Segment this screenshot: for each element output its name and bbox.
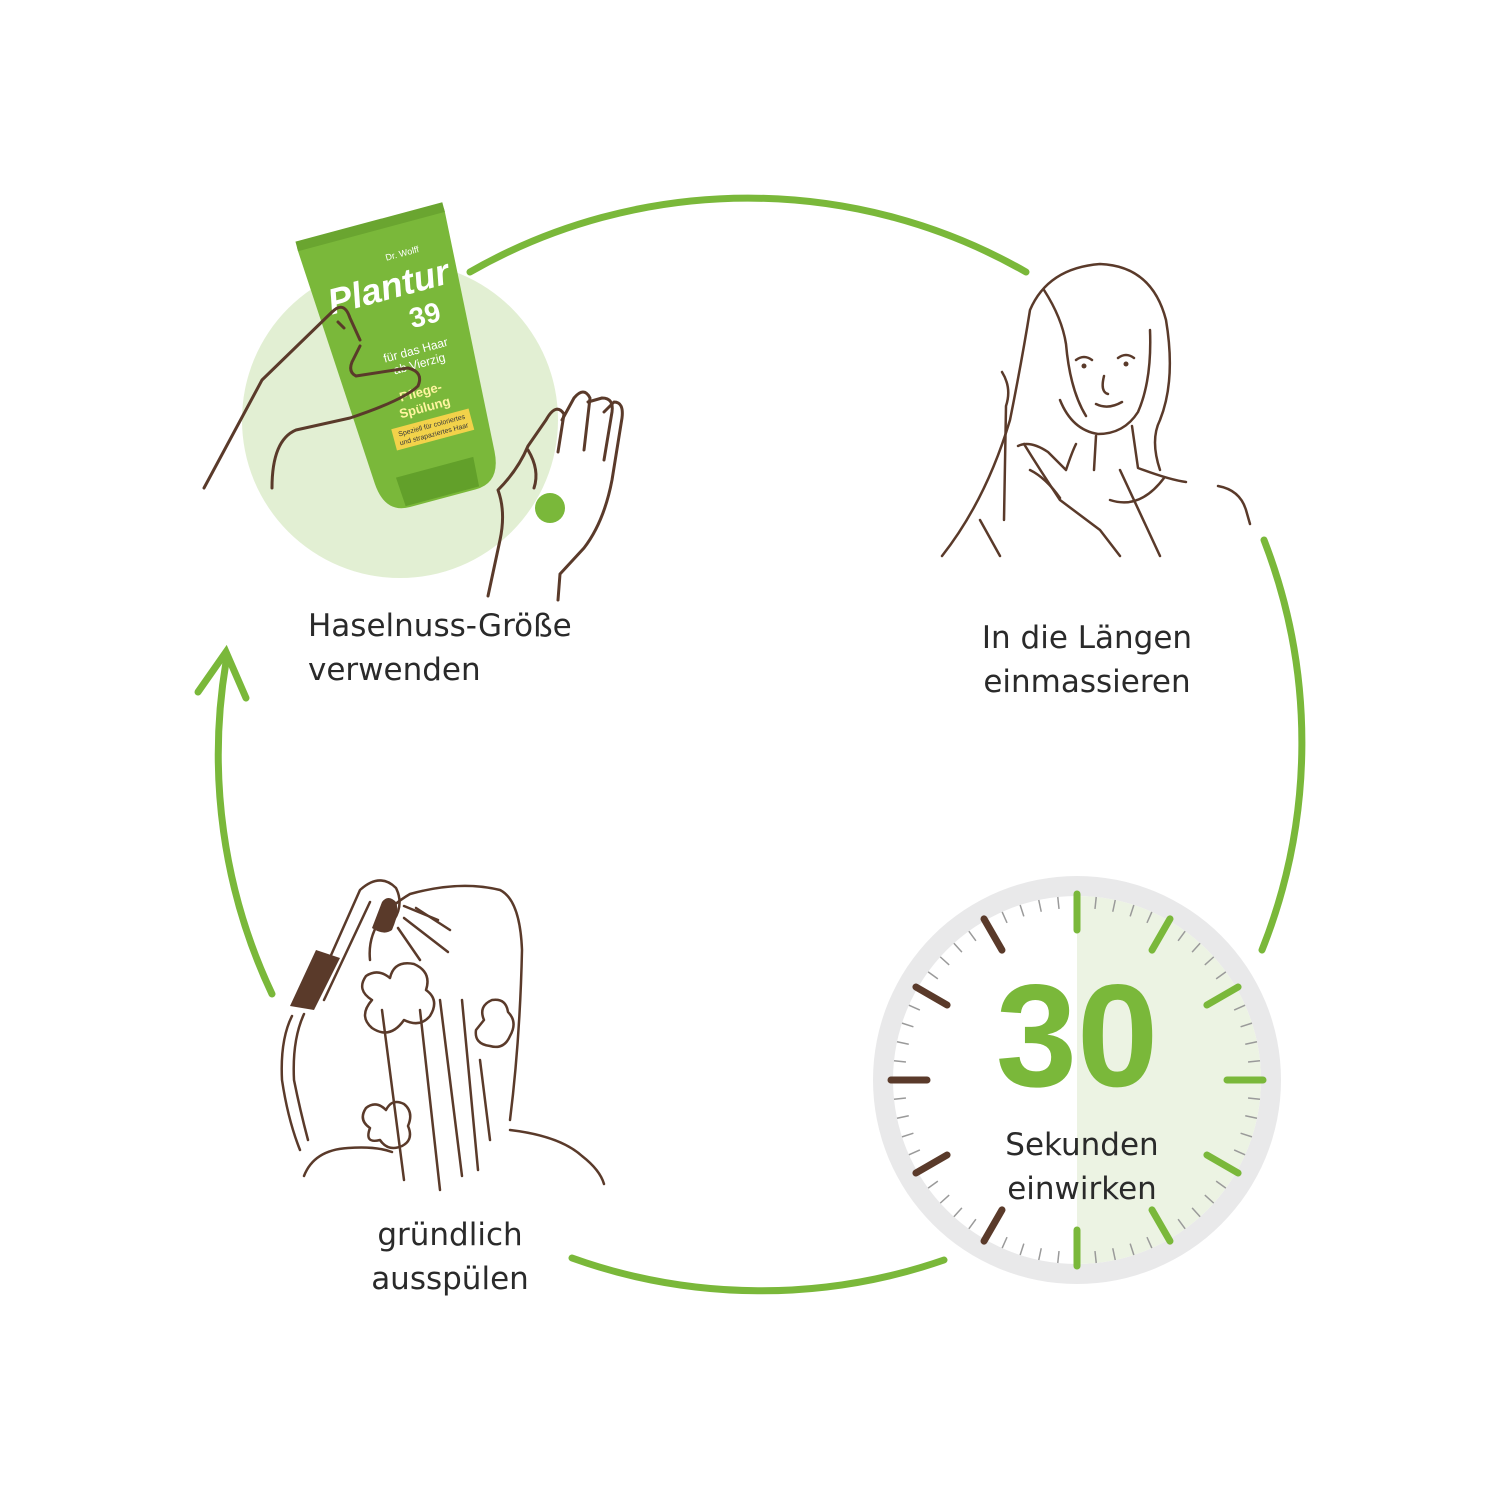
timer-minor-tick	[1240, 1022, 1253, 1028]
timer-minor-tick	[1204, 956, 1215, 966]
timer-minor-tick	[1215, 1180, 1227, 1189]
ring-arrowhead	[194, 644, 250, 702]
timer-minor-tick	[901, 1132, 914, 1138]
timer-minor-tick	[1001, 911, 1008, 924]
step-label-line: Haselnuss-Größe	[308, 608, 572, 644]
timer-minor-tick	[968, 930, 977, 942]
timer-minor-tick	[1245, 1041, 1258, 1045]
timer-minor-tick	[1146, 1236, 1153, 1249]
timer-minor-tick	[1146, 911, 1153, 924]
timer-minor-tick	[908, 1004, 921, 1011]
step-label-line: ausspülen	[371, 1261, 529, 1297]
step-label-line: verwenden	[308, 652, 481, 688]
timer-minor-tick	[953, 942, 963, 953]
step-label-massage-lengths: In die Längen einmassieren	[968, 616, 1206, 704]
timer-minor-tick	[893, 1097, 907, 1100]
timer-minor-tick	[893, 1060, 907, 1063]
step-label-line: einwirken	[1007, 1171, 1157, 1207]
timer-major-tick	[912, 1151, 951, 1177]
timer-elapsed-half	[1077, 896, 1261, 1264]
timer-minor-tick	[939, 1194, 950, 1204]
timer-major-tick	[1148, 1206, 1174, 1245]
ring-arc-bottom	[568, 1254, 948, 1295]
timer-minor-tick	[1177, 1218, 1186, 1230]
timer-minor-tick	[1094, 896, 1097, 910]
woman-massaging-hair-icon	[940, 262, 1252, 558]
timer-minor-tick	[1019, 1243, 1025, 1256]
timer-minor-tick	[1038, 1248, 1042, 1261]
timer-minor-tick	[939, 956, 950, 966]
timer-major-tick	[1148, 915, 1174, 954]
timer-major-ticks	[887, 890, 1267, 1270]
product-dot	[535, 493, 565, 523]
timer-minor-tick	[896, 1115, 909, 1119]
ring-arc-left	[214, 658, 276, 998]
timer-minor-tick	[1129, 904, 1135, 917]
timer-minor-tick	[1129, 1243, 1135, 1256]
step-label-line: gründlich	[377, 1217, 523, 1253]
timer-minor-tick	[1240, 1132, 1253, 1138]
shower-head-dark	[372, 898, 398, 933]
timer-minor-tick	[1001, 1236, 1008, 1249]
timer-minor-tick	[1233, 1149, 1246, 1156]
timer-minor-tick	[1177, 930, 1186, 942]
step-label-rinse-thoroughly: gründlich ausspülen	[330, 1213, 570, 1301]
timer-minor-tick	[1057, 1250, 1060, 1264]
step-label-line: Sekunden	[1005, 1127, 1159, 1163]
timer-minor-tick	[1204, 1194, 1215, 1204]
timer-minor-ticks	[893, 896, 1261, 1264]
timer-minor-tick	[1247, 1097, 1261, 1100]
timer-major-tick	[1203, 983, 1242, 1009]
timer-minor-tick	[1191, 1207, 1201, 1218]
timer-minor-tick	[1191, 942, 1201, 953]
timer-minor-tick	[1215, 971, 1227, 980]
hand-with-tube-icon: Dr. Wolff Plantur 39 für das Haar ab Vie…	[202, 202, 624, 602]
timer-minor-tick	[1094, 1250, 1097, 1264]
cycle-ring	[194, 194, 1306, 1295]
timer-minor-tick	[927, 971, 939, 980]
timer-minor-tick	[1019, 904, 1025, 917]
timer-minor-tick	[896, 1041, 909, 1045]
timer-minor-tick	[1112, 1248, 1116, 1261]
timer-minor-tick	[968, 1218, 977, 1230]
timer-minor-tick	[953, 1207, 963, 1218]
timer-major-tick	[980, 1206, 1006, 1245]
step-label-use-hazelnut-size: Haselnuss-Größe verwenden	[308, 604, 572, 692]
step-label-line: In die Längen	[981, 620, 1193, 656]
ring-arc-right	[1258, 536, 1306, 954]
ring-arc-top	[466, 194, 1030, 276]
shower-rinse-icon	[280, 879, 606, 1192]
timer-minor-tick	[1038, 899, 1042, 912]
timer-minor-tick	[927, 1180, 939, 1189]
step-label-line: einmassieren	[983, 664, 1191, 700]
timer-minor-tick	[1057, 896, 1060, 910]
shower-handle	[290, 950, 340, 1010]
step-label-leave-in-seconds: Sekunden einwirken	[952, 1123, 1212, 1211]
timer-minor-tick	[901, 1022, 914, 1028]
timer-minor-tick	[1233, 1004, 1246, 1011]
timer-icon: 30	[873, 876, 1281, 1284]
timer-major-tick	[1203, 1151, 1242, 1177]
timer-minor-tick	[1247, 1060, 1261, 1063]
timer-minor-tick	[1245, 1115, 1258, 1119]
timer-value: 30	[996, 954, 1158, 1117]
timer-minor-tick	[908, 1149, 921, 1156]
timer-minor-tick	[1112, 899, 1116, 912]
timer-major-tick	[912, 983, 951, 1009]
timer-major-tick	[980, 915, 1006, 954]
